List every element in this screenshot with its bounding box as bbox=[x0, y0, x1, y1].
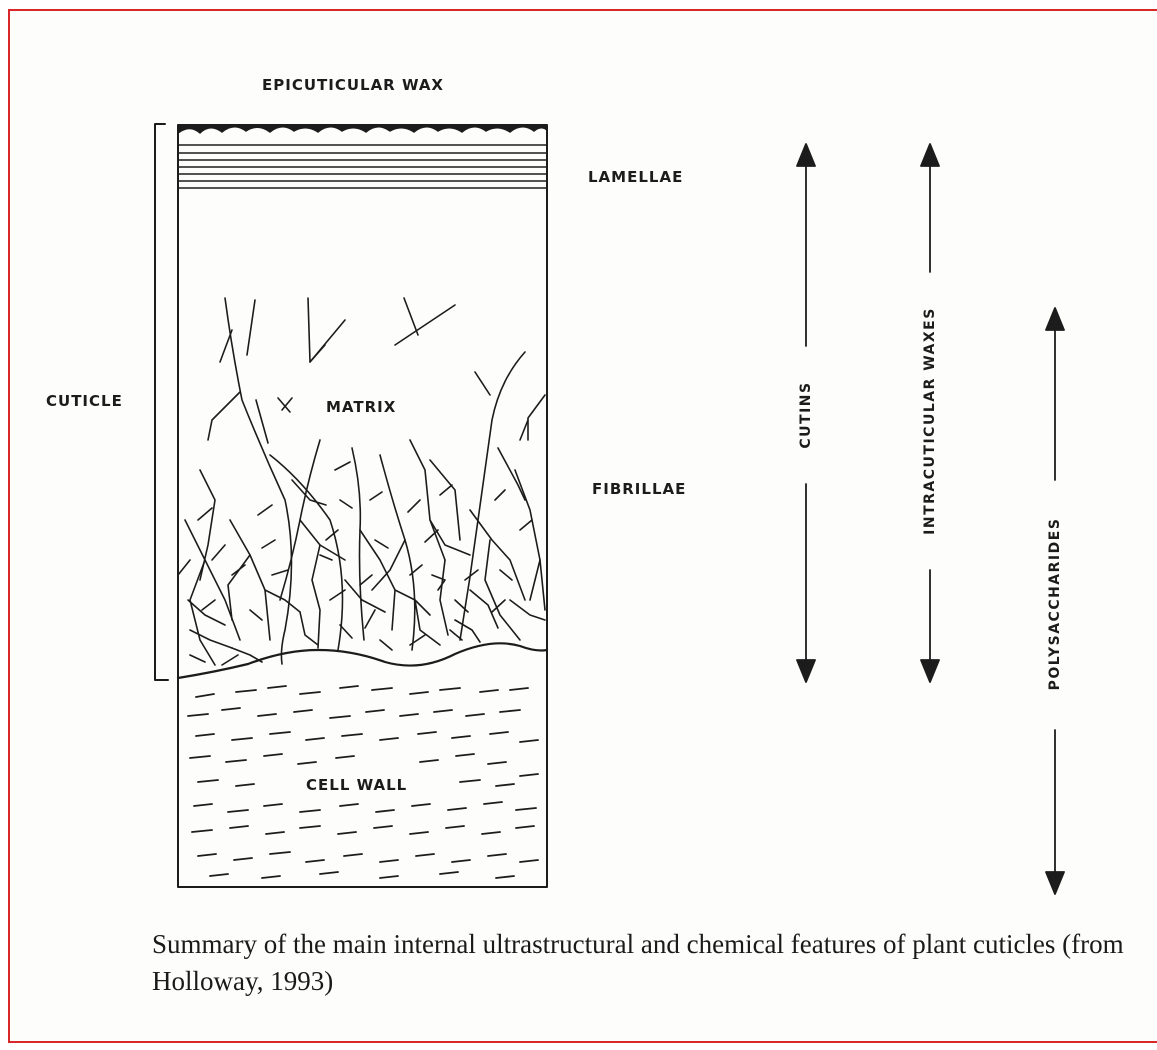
cell-wall-texture bbox=[187, 685, 539, 879]
cuticle-label: CUTICLE bbox=[46, 392, 123, 410]
cuticle-bracket bbox=[154, 123, 169, 681]
cell-wall-boundary bbox=[176, 642, 549, 680]
cutins-arrow bbox=[796, 143, 816, 683]
cuticle-column-outline bbox=[177, 124, 548, 888]
fibrillae-label: FIBRILLAE bbox=[592, 480, 687, 498]
intracuticular-waxes-label: INTRACUTICULAR WAXES bbox=[922, 299, 938, 543]
polysaccharides-label: POLYSACCHARIDES bbox=[1047, 509, 1063, 699]
epicuticular-wax-layer bbox=[177, 124, 548, 134]
figure-caption: Summary of the main internal ultrastruct… bbox=[152, 929, 1124, 996]
cutins-label: CUTINS bbox=[798, 373, 814, 457]
intracuticular-waxes-arrow bbox=[920, 143, 940, 683]
polysaccharides-arrow bbox=[1045, 307, 1065, 895]
lamellae-label: LAMELLAE bbox=[588, 168, 684, 186]
cell-wall-label: CELL WALL bbox=[300, 776, 414, 794]
matrix-label: MATRIX bbox=[322, 398, 401, 416]
epicuticular-wax-label: EPICUTICULAR WAX bbox=[262, 76, 444, 94]
lamellae-lines bbox=[177, 144, 548, 189]
fibrillae-network bbox=[177, 297, 546, 666]
